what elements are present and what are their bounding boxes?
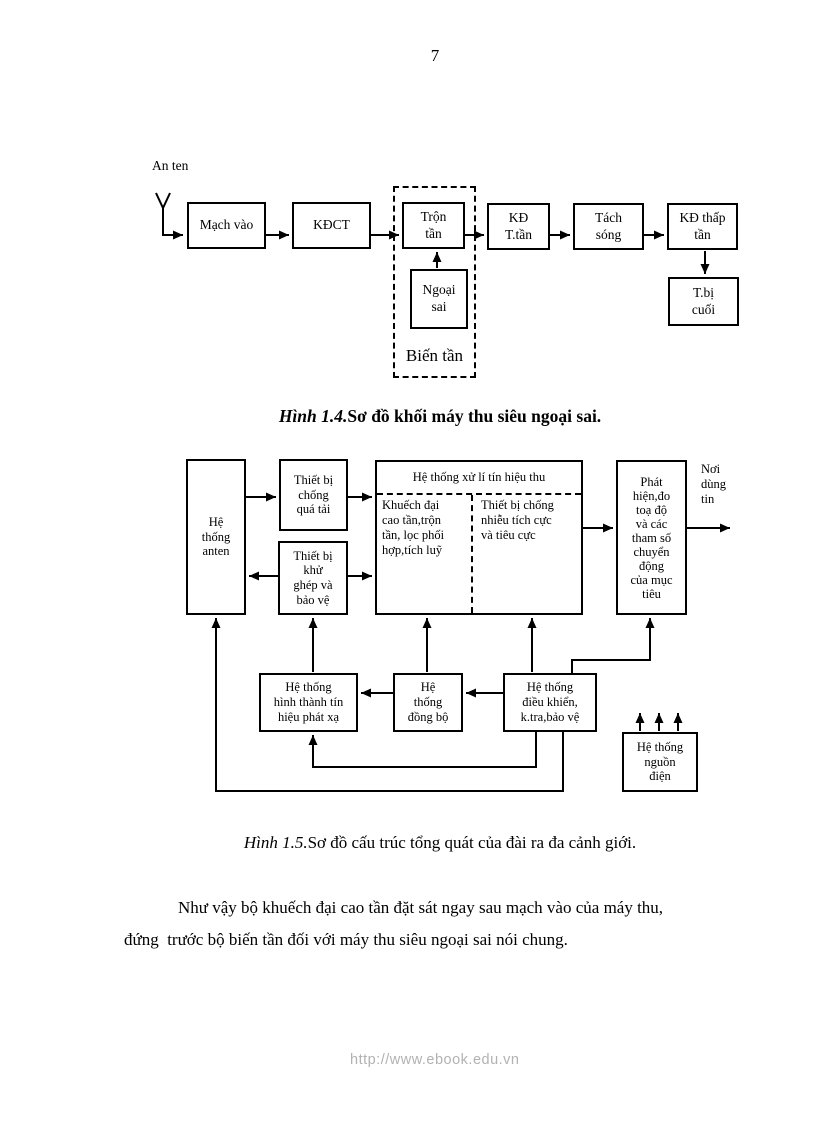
frequency-converter-group-box [393, 186, 476, 378]
block-xu-ly-tin-hieu: Hệ thống xử lí tín hiệu thu Khuếch đại c… [375, 460, 583, 615]
xu-ly-body: Khuếch đại cao tần,trộn tần, lọc phối hợ… [377, 495, 581, 613]
xu-ly-cell-chong-nhieu: Thiết bị chống nhiễu tích cực và tiêu cự… [481, 498, 554, 542]
bien-tan-label: Biến tần [405, 346, 464, 365]
block-khu-ghep: Thiết bị khử ghép và bảo vệ [278, 541, 348, 615]
footer-url[interactable]: http://www.ebook.edu.vn [350, 1052, 520, 1068]
block-kd-trung-tan: KĐ T.tần [487, 203, 550, 250]
paragraph-line-1: Như vậy bộ khuếch đại cao tần đặt sát ng… [178, 898, 664, 917]
block-phat-hien: Phát hiện,đo toạ độ và các tham số chuyể… [616, 460, 687, 615]
xu-ly-cell-khuech-dai: Khuếch đại cao tần,trộn tần, lọc phối hợ… [377, 495, 473, 613]
block-ngoai-sai: Ngoại sai [410, 269, 468, 329]
page-number: 7 [430, 46, 440, 65]
figure1-caption-number: Hình 1.4. [278, 406, 348, 426]
figure2-caption-text: Sơ đồ cấu trúc tổng quát của đài ra đa c… [307, 833, 637, 852]
block-nguon-dien: Hệ thống nguồn điện [622, 732, 698, 792]
conn-dieukhien-phathien [571, 618, 655, 673]
figure1-caption: Hình 1.4.Sơ đồ khối máy thu siêu ngoại s… [60, 406, 816, 427]
block-mach-vao: Mạch vào [187, 202, 266, 249]
conn-antenna-machvao [162, 207, 183, 240]
block-kdct: KĐCT [292, 202, 371, 249]
noi-dung-tin-label: Nơi dùng tin [701, 462, 726, 506]
block-hinh-thanh-tin-hieu: Hệ thống hình thành tín hiệu phát xạ [259, 673, 358, 732]
xu-ly-header: Hệ thống xử lí tín hiệu thu [377, 462, 581, 495]
block-kd-thap-tan: KĐ thấp tần [667, 203, 738, 250]
figure1-caption-text: Sơ đồ khối máy thu siêu ngoại sai. [347, 406, 602, 426]
conn-dieukhien-hinhthanh-feedback [308, 731, 537, 768]
antenna-icon [155, 192, 171, 211]
block-tron-tan: Trộn tần [402, 202, 465, 249]
block-dong-bo: Hệ thống đồng bộ [393, 673, 463, 732]
block-thiet-bi-cuoi: T.bị cuối [668, 277, 739, 326]
block-he-thong-anten: Hệ thống anten [186, 459, 246, 615]
block-dieu-khien: Hệ thống điều khiển, k.tra,bảo vệ [503, 673, 597, 732]
block-tach-song: Tách sóng [573, 203, 644, 250]
block-chong-qua-tai: Thiết bị chống quá tải [279, 459, 348, 531]
paragraph-line-2: đứng trước bộ biến tần đối với máy thu s… [124, 930, 568, 949]
figure2-caption-number: Hình 1.5. [243, 833, 308, 852]
figure2-caption: Hình 1.5.Sơ đồ cấu trúc tổng quát của đà… [60, 833, 816, 853]
antenna-label: An ten [152, 158, 189, 173]
